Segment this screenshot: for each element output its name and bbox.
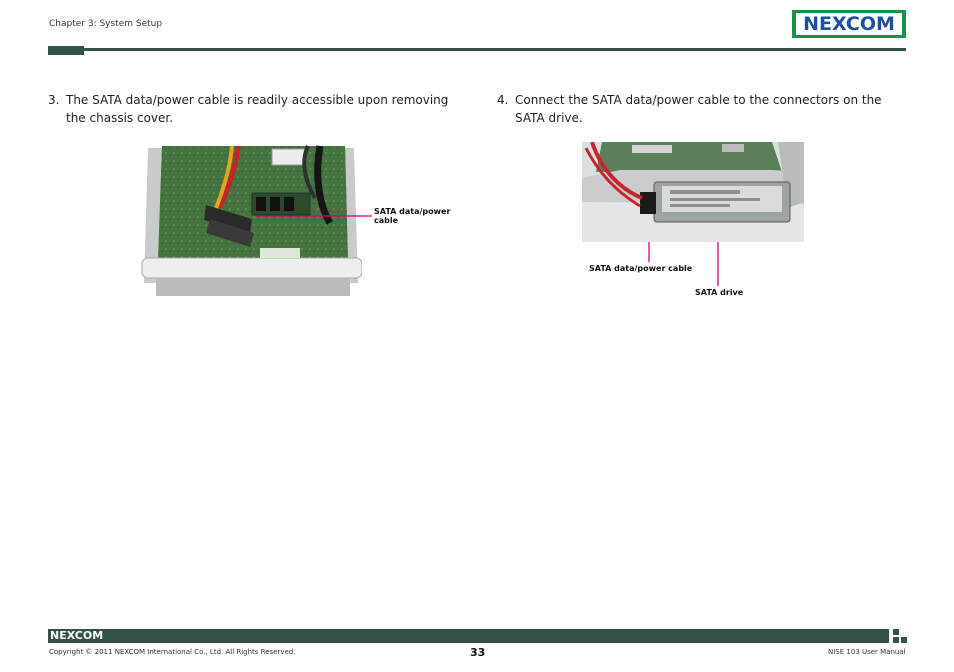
manual-title: NISE 103 User Manual (828, 648, 906, 656)
header-rule (48, 48, 906, 51)
nexcom-logo: NEXCOM (792, 10, 906, 38)
footer-logo: NEXCOM (50, 629, 104, 642)
sata-drive-photo (582, 142, 804, 242)
footer-square (893, 629, 899, 635)
chassis-illustration (141, 145, 362, 296)
footer-bar (48, 629, 889, 643)
step-4: 4. Connect the SATA data/power cable to … (497, 91, 897, 127)
footer-square (901, 637, 907, 643)
chapter-title: Chapter 3: System Setup (49, 19, 163, 29)
copyright-text: Copyright © 2011 NEXCOM International Co… (49, 648, 296, 656)
logo-text: NEXCOM (803, 13, 895, 35)
footer-square (893, 637, 899, 643)
header-block (48, 46, 84, 55)
callout-sata-drive: SATA drive (695, 288, 744, 297)
step-text: Connect the SATA data/power cable to the… (515, 93, 882, 125)
step-3: 3. The SATA data/power cable is readily … (48, 91, 463, 127)
chassis-open-photo (140, 143, 362, 298)
step-number: 4. (497, 93, 509, 107)
drive-illustration (582, 142, 804, 242)
step-text: The SATA data/power cable is readily acc… (66, 93, 449, 125)
page-number: 33 (470, 646, 486, 659)
callout-sata-cable-2: SATA data/power cable (589, 264, 693, 273)
callout-sata-cable-1: SATA data/power cable (374, 207, 451, 225)
step-number: 3. (48, 93, 60, 107)
